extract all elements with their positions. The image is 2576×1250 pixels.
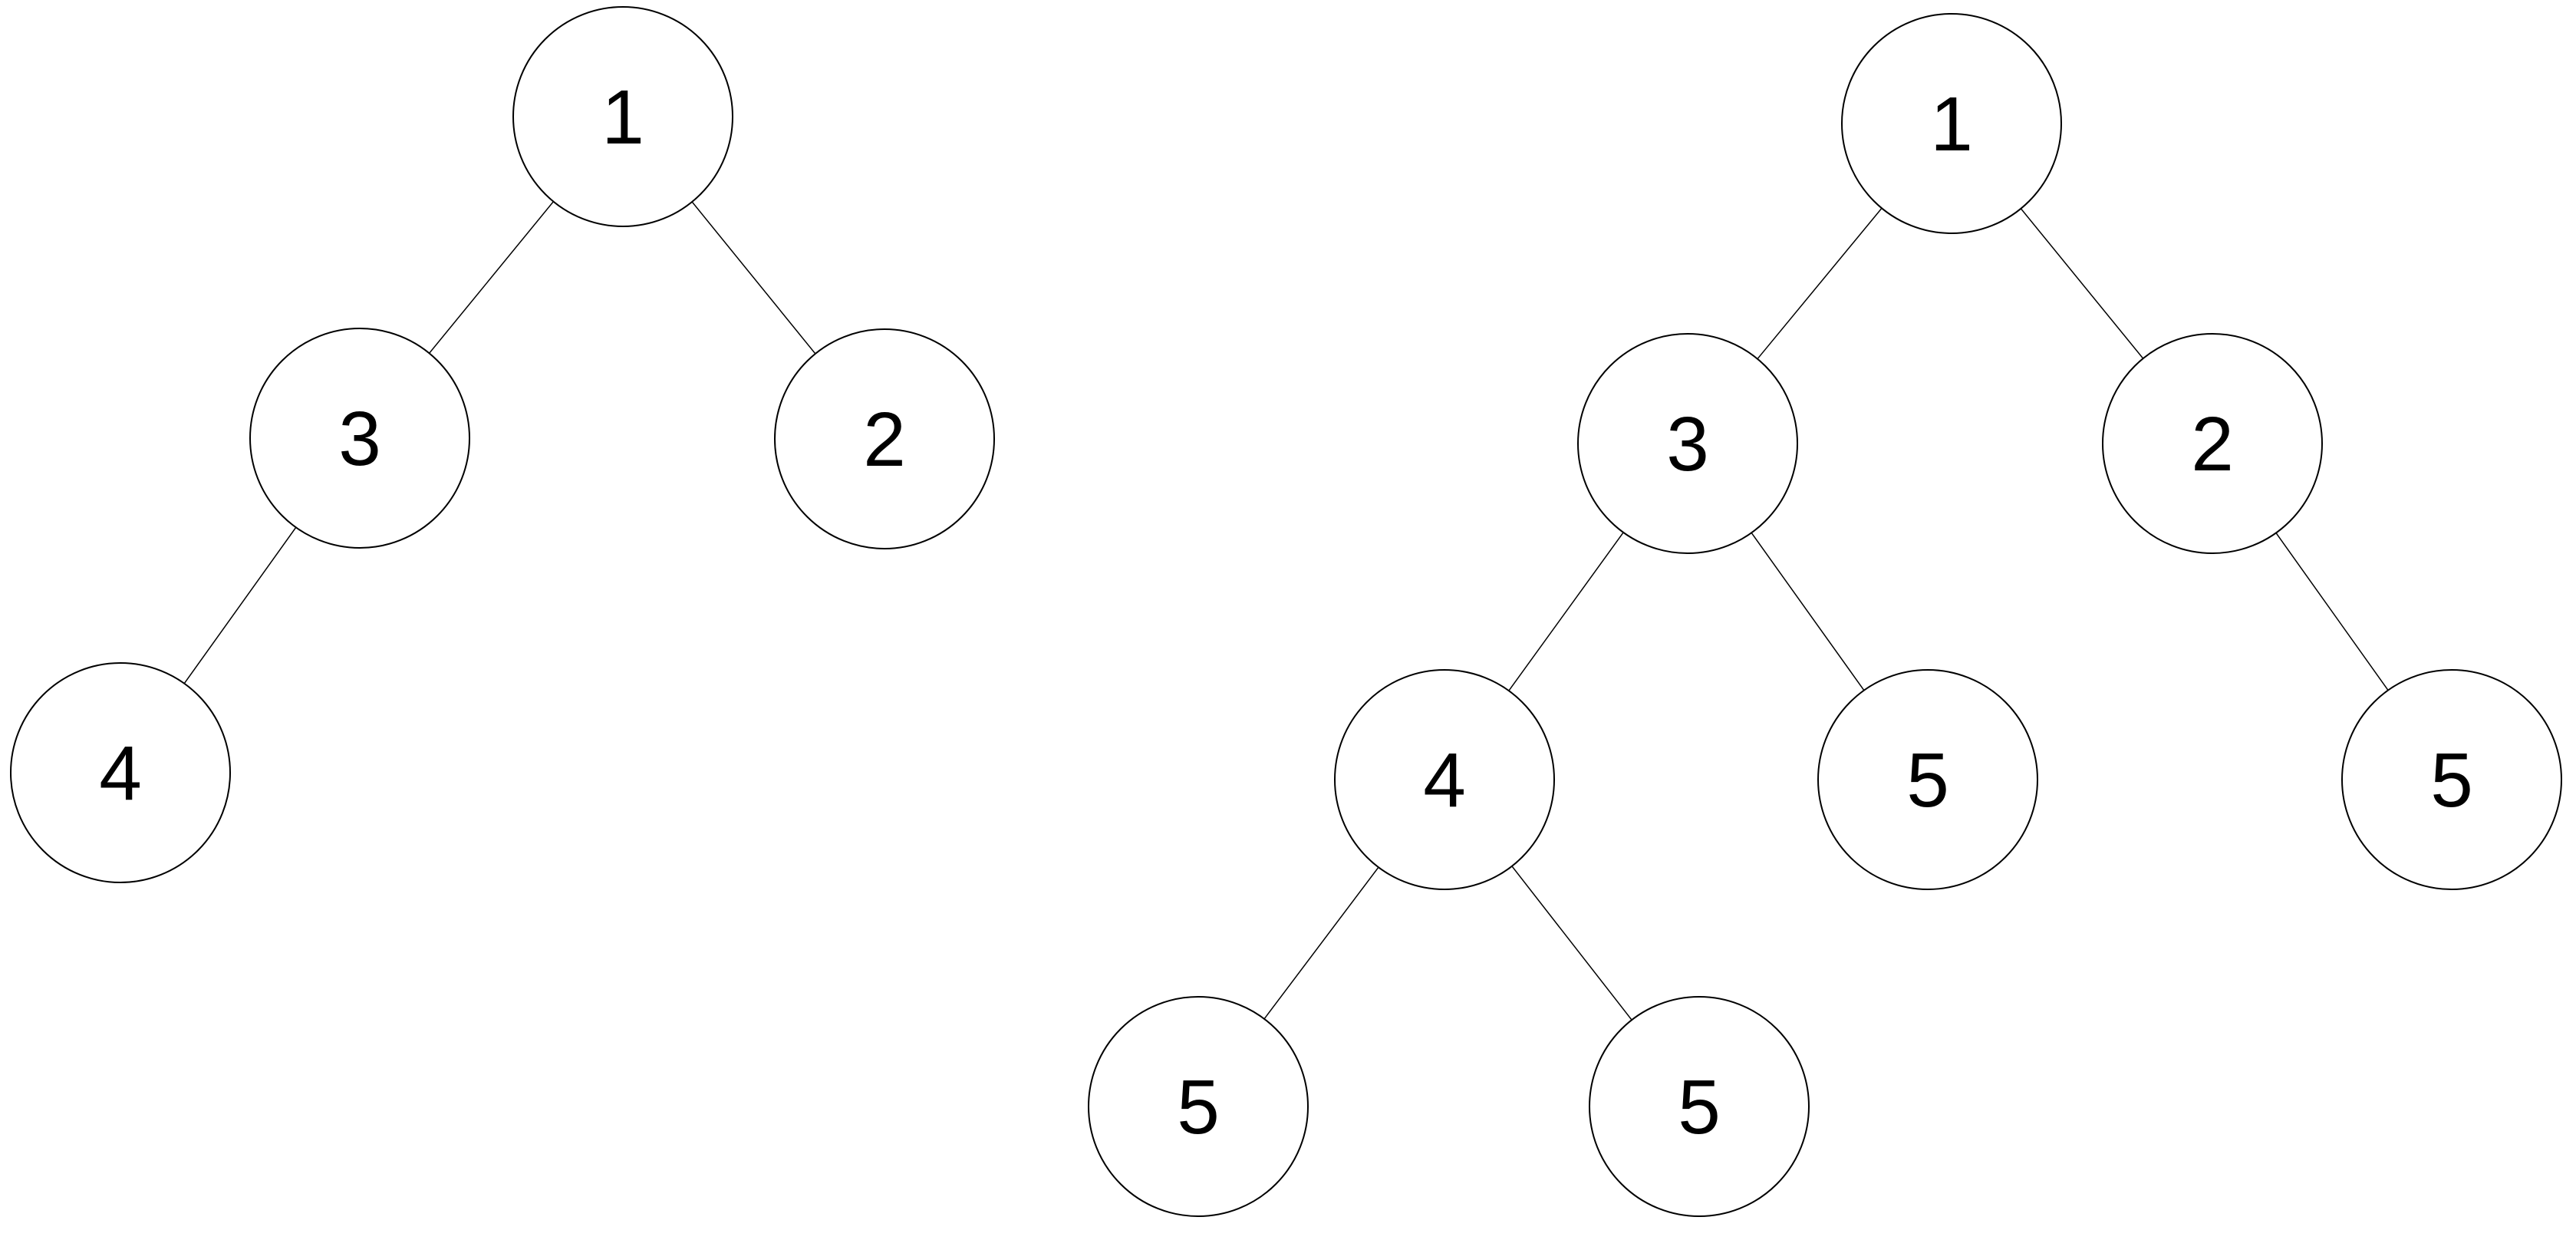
tree-node-R5c: 5 [1088,996,1309,1217]
tree-node-label-L3: 3 [338,396,381,482]
tree-node-R5a: 5 [1817,669,2038,890]
tree-node-R2: 2 [2102,333,2323,554]
tree-node-circle-R5b [2341,669,2562,890]
tree-node-R1: 1 [1841,13,2062,234]
tree-node-R4: 4 [1334,669,1555,890]
tree-node-circle-R2 [2102,333,2323,554]
tree-node-circle-R4 [1334,669,1555,890]
tree-node-circle-R5c [1088,996,1309,1217]
tree-node-R5d: 5 [1589,996,1810,1217]
tree-node-circle-L1 [512,6,733,227]
tree-node-label-R5c: 5 [1177,1064,1220,1150]
tree-node-label-R5d: 5 [1678,1064,1721,1150]
tree-node-circle-L2 [774,328,995,549]
tree-node-R3: 3 [1577,333,1798,554]
tree-node-label-R1: 1 [1930,81,1973,167]
tree-node-circle-R1 [1841,13,2062,234]
tree-node-circle-R5d [1589,996,1810,1217]
tree-node-circle-R5a [1817,669,2038,890]
tree-node-label-R5b: 5 [2430,737,2473,823]
tree-node-label-R4: 4 [1423,737,1466,823]
tree-node-L3: 3 [249,328,470,549]
tree-node-circle-L3 [249,328,470,549]
tree-node-label-L1: 1 [601,74,644,160]
tree-right: 1 3 2 4 5 5 5 5 [1088,13,2562,1217]
tree-node-L4: 4 [10,662,231,883]
tree-node-label-R3: 3 [1666,401,1709,487]
tree-node-label-R5a: 5 [1906,737,1949,823]
tree-node-label-L2: 2 [863,397,906,483]
tree-node-label-R2: 2 [2191,401,2234,487]
tree-node-L1: 1 [512,6,733,227]
tree-node-L2: 2 [774,328,995,549]
tree-node-circle-R3 [1577,333,1798,554]
tree-node-label-L4: 4 [99,731,142,816]
tree-left: 1 3 2 4 [10,6,995,883]
tree-node-circle-L4 [10,662,231,883]
tree-node-R5b: 5 [2341,669,2562,890]
